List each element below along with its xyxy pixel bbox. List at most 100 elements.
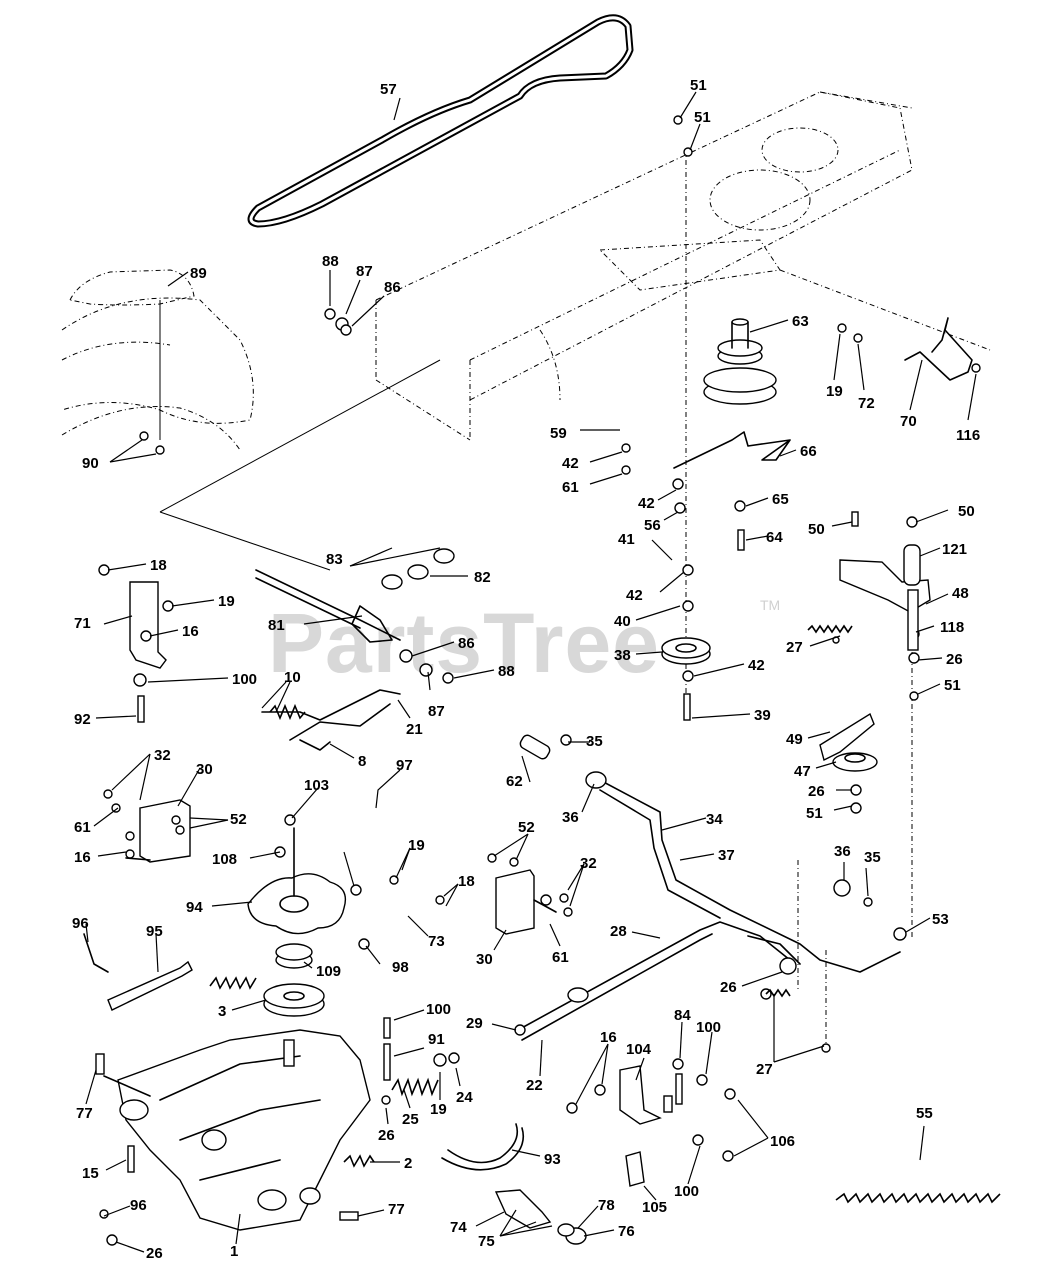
callout-100: 100 (232, 671, 257, 688)
callout-42: 42 (562, 455, 579, 472)
callout-74: 74 (450, 1219, 467, 1236)
callout-15: 15 (82, 1165, 99, 1182)
handle-62 (519, 734, 551, 760)
callout-52: 52 (230, 811, 247, 828)
callout-71: 71 (74, 615, 91, 632)
callout-29: 29 (466, 1015, 483, 1032)
callout-82: 82 (474, 569, 491, 586)
callout-77: 77 (76, 1105, 93, 1122)
callout-35: 35 (864, 849, 881, 866)
callout-84: 84 (674, 1007, 691, 1024)
callout-25: 25 (402, 1111, 419, 1128)
fender-outline (61, 269, 254, 451)
callout-22: 22 (526, 1077, 543, 1094)
callout-88: 88 (498, 663, 515, 680)
callout-35: 35 (586, 733, 603, 750)
callout-87: 87 (428, 703, 445, 720)
bolt-118 (907, 589, 919, 651)
callout-1: 1 (230, 1243, 238, 1260)
callout-100: 100 (696, 1019, 721, 1036)
callout-104: 104 (626, 1041, 652, 1058)
callout-16: 16 (74, 849, 91, 866)
callout-51: 51 (806, 805, 823, 822)
callout-18: 18 (150, 557, 167, 574)
callout-19: 19 (826, 383, 843, 400)
callout-62: 62 (506, 773, 523, 790)
idler-arm-49 (819, 712, 878, 772)
drive-belt (247, 14, 634, 228)
callout-26: 26 (378, 1127, 395, 1144)
callout-118: 118 (940, 619, 964, 636)
callout-116: 116 (956, 427, 980, 444)
callout-63: 63 (792, 313, 809, 330)
callout-86: 86 (458, 635, 475, 652)
callout-83: 83 (326, 551, 343, 568)
callout-28: 28 (610, 923, 627, 940)
callout-32: 32 (154, 747, 171, 764)
callout-73: 73 (428, 933, 445, 950)
lever-28 (517, 921, 801, 1041)
callout-108: 108 (212, 851, 237, 868)
callout-77: 77 (388, 1201, 405, 1218)
callout-51: 51 (694, 109, 711, 126)
callout-16: 16 (600, 1029, 617, 1046)
spring-left (209, 976, 257, 990)
callout-103: 103 (304, 777, 329, 794)
callout-48: 48 (952, 585, 969, 602)
callout-42: 42 (748, 657, 765, 674)
callout-61: 61 (552, 949, 569, 966)
axis-lines (685, 148, 913, 1050)
callout-98: 98 (392, 959, 409, 976)
callout-labels: 57 51 51 89 88 87 86 63 19 72 70 116 90 … (72, 77, 980, 1262)
callout-21: 21 (406, 721, 423, 738)
callout-leaders (85, 91, 977, 1253)
callout-61: 61 (74, 819, 91, 836)
callout-47: 47 (794, 763, 811, 780)
callout-70: 70 (900, 413, 917, 430)
callout-100: 100 (674, 1183, 699, 1200)
fan-94 (247, 827, 347, 935)
pulley-3 (263, 983, 325, 1017)
callout-16: 16 (182, 623, 199, 640)
shaft-81 (255, 548, 455, 643)
callout-36: 36 (834, 843, 851, 860)
callout-19: 19 (430, 1101, 447, 1118)
callout-109: 109 (316, 963, 341, 980)
callout-106: 106 (770, 1133, 795, 1150)
callout-26: 26 (946, 651, 963, 668)
callout-26: 26 (720, 979, 737, 996)
callout-97: 97 (396, 757, 413, 774)
callout-59: 59 (550, 425, 567, 442)
callout-51: 51 (944, 677, 961, 694)
callout-75: 75 (478, 1233, 495, 1250)
frame-outline (159, 91, 991, 571)
idler-38 (661, 637, 711, 665)
callout-52: 52 (518, 819, 535, 836)
callout-92: 92 (74, 711, 91, 728)
callout-30: 30 (476, 951, 493, 968)
callout-10: 10 (284, 669, 301, 686)
callout-30: 30 (196, 761, 213, 778)
callout-56: 56 (644, 517, 661, 534)
callout-87: 87 (356, 263, 373, 280)
rod-34 (585, 771, 901, 973)
bracket-104 (619, 1065, 662, 1125)
pulley-109 (275, 943, 313, 969)
callout-76: 76 (618, 1223, 635, 1240)
callout-61: 61 (562, 479, 579, 496)
callout-90: 90 (82, 455, 99, 472)
watermark: PartsTree (268, 596, 660, 690)
callout-88: 88 (322, 253, 339, 270)
callout-42: 42 (626, 587, 643, 604)
callout-72: 72 (858, 395, 875, 412)
callout-81: 81 (268, 617, 285, 634)
callout-26: 26 (146, 1245, 163, 1262)
hardware (95, 115, 981, 1246)
lever-8 (261, 689, 401, 751)
callout-49: 49 (786, 731, 803, 748)
callout-95: 95 (146, 923, 163, 940)
spring-bracket-70 (904, 317, 973, 381)
spring-2 (343, 1154, 375, 1168)
spring-55 (835, 1192, 1001, 1204)
callout-105: 105 (642, 1199, 667, 1216)
